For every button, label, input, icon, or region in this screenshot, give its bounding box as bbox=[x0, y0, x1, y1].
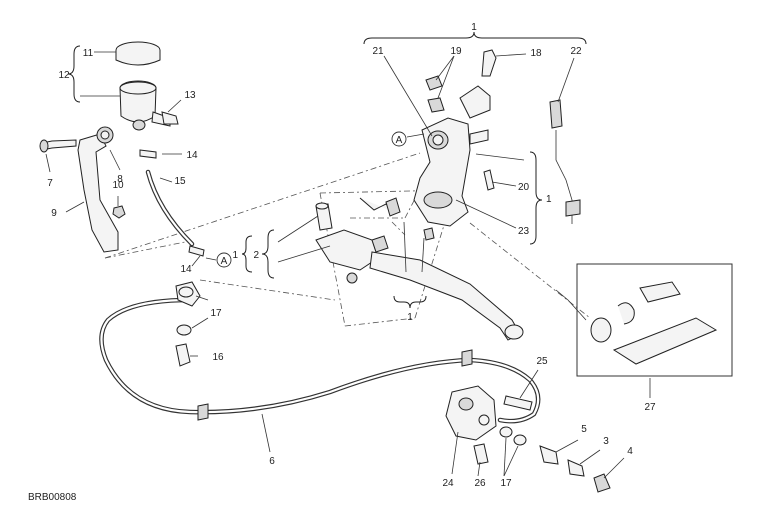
leader-lines bbox=[45, 51, 651, 479]
callout-15: 15 bbox=[174, 176, 186, 187]
callout-6: 6 bbox=[269, 456, 275, 467]
callout-1-top: 1 bbox=[471, 22, 477, 33]
bracket-plate bbox=[77, 133, 119, 253]
cap-19b bbox=[427, 97, 445, 113]
screw-18 bbox=[481, 49, 497, 77]
reference-marker-a-upper: A bbox=[396, 135, 403, 146]
callout-12: 12 bbox=[58, 70, 70, 81]
drawing-code: BRB00808 bbox=[28, 492, 77, 503]
grommet bbox=[100, 130, 110, 140]
callout-17-left: 17 bbox=[210, 308, 222, 319]
callout-19: 19 bbox=[450, 46, 462, 57]
callout-26: 26 bbox=[474, 478, 486, 489]
fitting-5 bbox=[539, 445, 559, 465]
callout-1-bottom: 1 bbox=[407, 312, 413, 323]
callout-7: 7 bbox=[47, 178, 53, 189]
callout-25: 25 bbox=[536, 356, 548, 367]
callout-14-top: 14 bbox=[186, 150, 198, 161]
reference-markers: A A bbox=[205, 131, 425, 268]
callout-1-left: 1 bbox=[232, 250, 238, 261]
brake-hose bbox=[99, 281, 541, 424]
reservoir-hose bbox=[139, 149, 205, 257]
callout-5: 5 bbox=[581, 424, 587, 435]
callout-labels: 1 1 1 1 2 3 4 5 6 7 8 9 10 11 12 13 14 1… bbox=[47, 22, 656, 489]
callout-11: 11 bbox=[83, 48, 94, 59]
callout-20: 20 bbox=[518, 182, 530, 193]
kit-frame bbox=[576, 263, 733, 377]
hose-clamp-top bbox=[139, 149, 157, 159]
washer-lower-a bbox=[499, 426, 513, 438]
callout-8: 8 bbox=[117, 174, 123, 185]
brake-lever bbox=[315, 197, 524, 341]
cap-4 bbox=[593, 473, 611, 493]
callout-22: 22 bbox=[570, 46, 582, 57]
nut-10 bbox=[112, 205, 126, 219]
kit-seal bbox=[590, 317, 612, 343]
callout-24: 24 bbox=[442, 478, 454, 489]
bolt-16 bbox=[175, 343, 191, 367]
callout-4: 4 bbox=[627, 446, 633, 457]
reference-marker-a-lower: A bbox=[221, 256, 228, 267]
brake-switch bbox=[549, 99, 581, 224]
washer-upper-a bbox=[178, 286, 194, 298]
repair-kit-box bbox=[576, 263, 733, 377]
callout-13: 13 bbox=[184, 90, 196, 101]
hose-clamp-bottom bbox=[188, 245, 205, 257]
washer-upper-b bbox=[176, 324, 192, 336]
reservoir-bracket bbox=[39, 126, 126, 253]
lever-pivot bbox=[315, 229, 379, 271]
master-cylinder bbox=[413, 49, 497, 227]
cap-19a bbox=[425, 75, 443, 91]
callout-16: 16 bbox=[212, 352, 224, 363]
slave-body bbox=[445, 385, 497, 441]
kit-label bbox=[612, 317, 718, 365]
kit-piston bbox=[639, 281, 681, 303]
callout-1-right: 1 bbox=[546, 194, 552, 205]
callout-14-bottom: 14 bbox=[180, 264, 192, 275]
reservoir-assembly bbox=[115, 41, 179, 131]
mirror-mount bbox=[459, 85, 491, 119]
bolt-25 bbox=[503, 395, 533, 411]
pin-20 bbox=[483, 169, 495, 191]
callout-17-bottom: 17 bbox=[500, 478, 512, 489]
hose-fitting bbox=[161, 111, 179, 125]
callout-3: 3 bbox=[603, 436, 609, 447]
callout-9: 9 bbox=[51, 208, 57, 219]
lever-blade bbox=[369, 251, 521, 341]
bolt-26 bbox=[473, 443, 489, 465]
callout-27: 27 bbox=[644, 402, 656, 413]
callout-10: 10 bbox=[112, 180, 124, 191]
grouping-braces bbox=[67, 31, 587, 309]
callout-2: 2 bbox=[253, 250, 259, 261]
fitting-3 bbox=[567, 459, 585, 477]
callout-18: 18 bbox=[530, 48, 542, 59]
slave-cylinder bbox=[445, 385, 611, 493]
kit-circlip bbox=[617, 302, 635, 325]
washer-lower-b bbox=[513, 434, 527, 446]
callout-23: 23 bbox=[518, 226, 530, 237]
callout-21: 21 bbox=[372, 46, 384, 57]
